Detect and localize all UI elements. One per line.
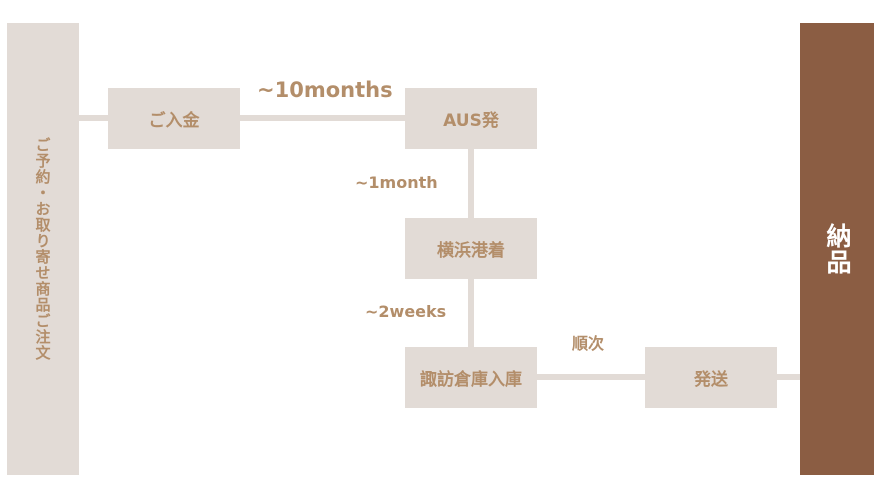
start-box: ご予約・お取り寄せ商品ご注文 [7,23,79,475]
connector-warehouse-ship [537,374,645,380]
node-payment: ご入金 [108,88,240,149]
connector-ship-end [777,374,800,380]
end-box: 納品 [800,23,874,475]
node-arrive-label: 横浜港着 [437,241,505,261]
end-box-label: 納品 [823,223,852,275]
edge-label-10months: ~10months [257,78,393,102]
connector-payment-depart [240,115,405,121]
node-warehouse: 諏訪倉庫入庫 [405,347,537,408]
node-arrive: 横浜港着 [405,218,537,279]
node-ship-label: 発送 [694,370,728,390]
node-depart-label: AUS発 [443,111,499,131]
node-depart: AUS発 [405,88,537,149]
connector-start-payment [79,115,108,121]
node-payment-label: ご入金 [148,111,200,131]
start-box-label: ご予約・お取り寄せ商品ご注文 [33,137,52,361]
edge-label-1month: ~1month [355,173,438,192]
node-warehouse-label: 諏訪倉庫入庫 [420,370,522,390]
edge-label-2weeks: ~2weeks [365,302,447,321]
connector-depart-arrive [468,149,474,218]
node-ship: 発送 [645,347,777,408]
edge-label-sequential: 順次 [572,334,605,353]
connector-arrive-warehouse [468,279,474,347]
